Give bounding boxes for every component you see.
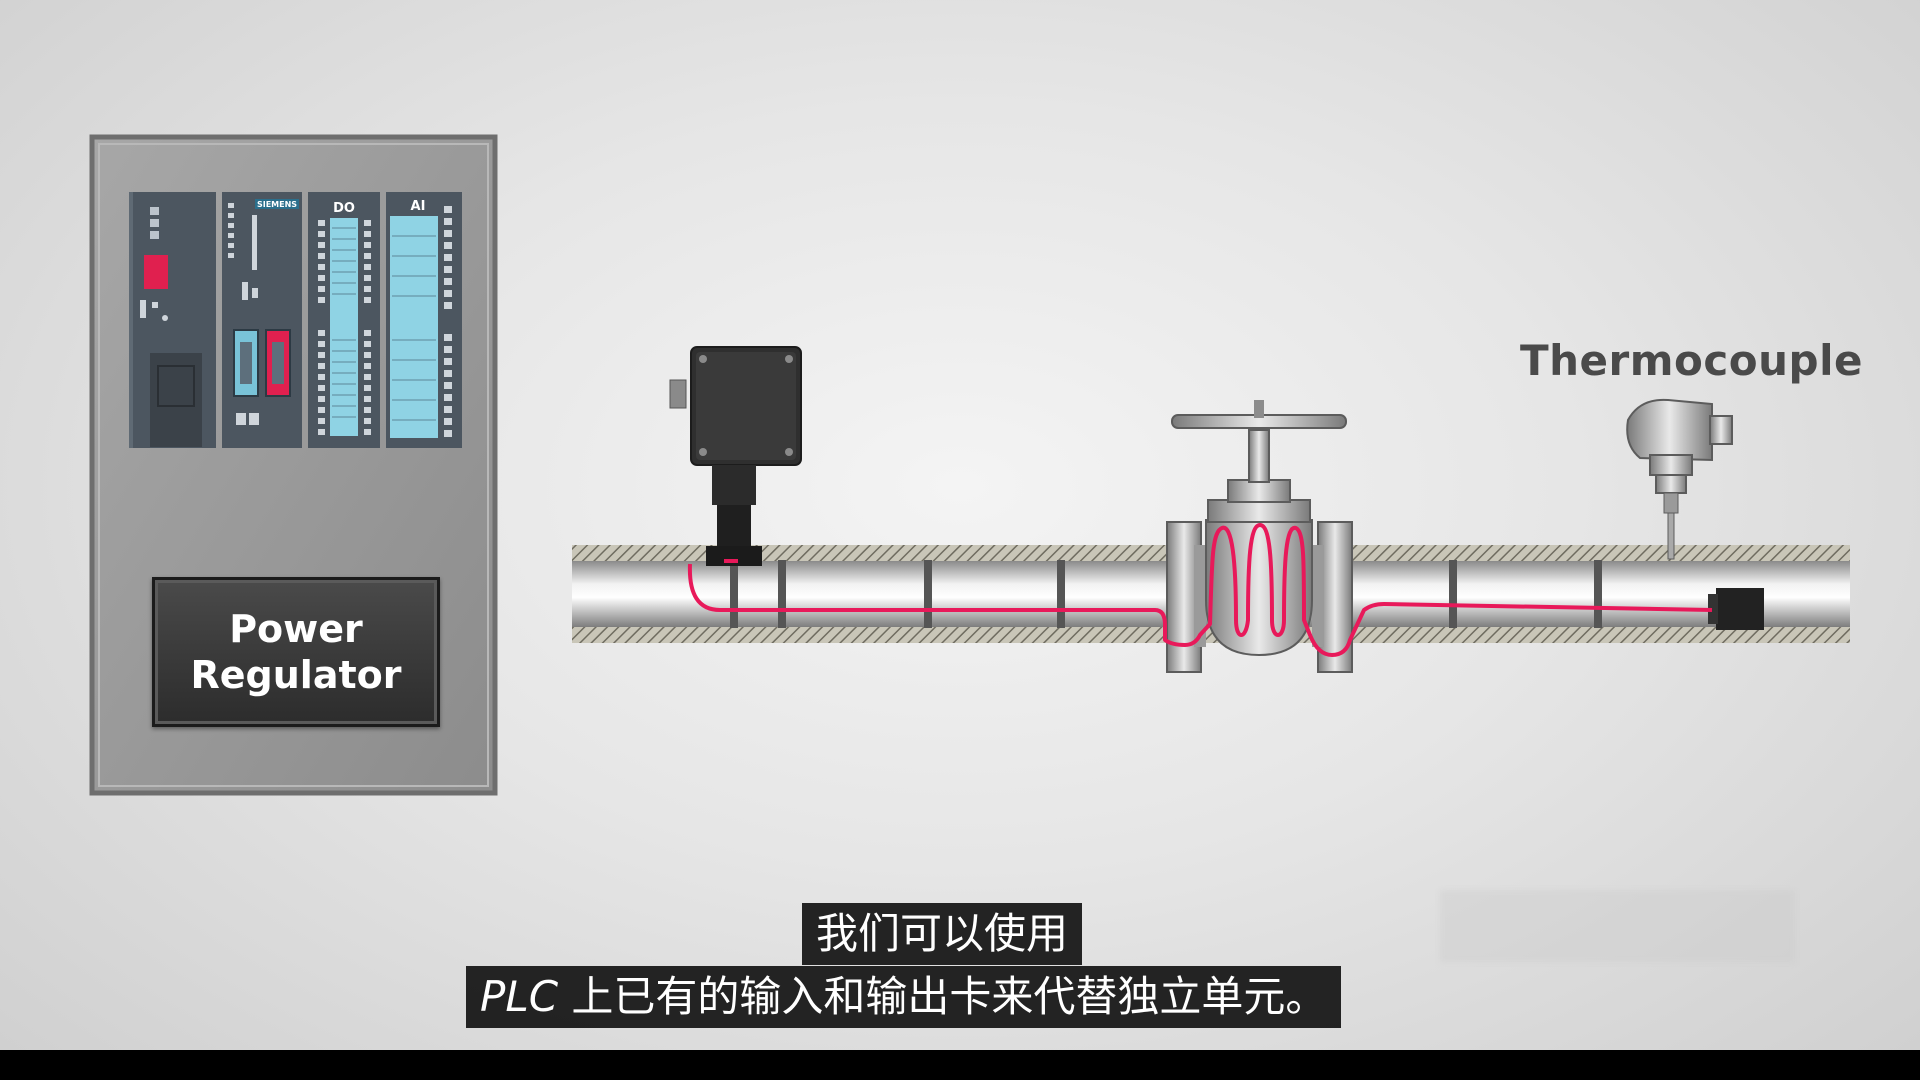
junction-box-icon <box>669 346 802 566</box>
cpu-brand-label: SIEMENS <box>257 200 297 209</box>
heat-trace-cable-icon <box>687 523 1713 657</box>
heat-trace-end-seal-icon <box>1716 588 1764 630</box>
power-supply-module <box>129 192 216 448</box>
letterbox-bar <box>0 1050 1920 1080</box>
blurred-watermark-area <box>1440 890 1795 962</box>
power-regulator-panel: Power Regulator <box>152 577 440 727</box>
power-regulator-line1: Power <box>229 607 363 651</box>
plc-rack: SIEMENS DO <box>129 192 462 448</box>
subtitle-line-2: PLC 上已有的输入和输出卡来代替独立单元。 <box>466 966 1342 1028</box>
process-illustration: SIEMENS DO <box>89 134 1850 796</box>
power-regulator-line2: Regulator <box>190 653 402 697</box>
ai-module-label: AI <box>411 199 426 214</box>
do-module-label: DO <box>333 201 355 216</box>
subtitle-line-1: 我们可以使用 <box>802 903 1083 965</box>
pipe-clamps <box>730 560 1602 628</box>
subtitle-plc-term: PLC <box>480 972 559 1021</box>
cpu-module: SIEMENS <box>222 192 302 448</box>
thermocouple-label: Thermocouple <box>1520 336 1863 385</box>
gate-valve-icon <box>1166 400 1353 673</box>
analog-input-module: AI <box>386 192 462 448</box>
thermocouple-icon <box>1626 398 1733 560</box>
mpi-port-icon <box>233 329 259 397</box>
digital-output-module: DO <box>308 192 380 448</box>
subtitle-line-2-rest: 上已有的输入和输出卡来代替独立单元。 <box>558 972 1328 1021</box>
voltage-selector-icon <box>144 255 168 289</box>
